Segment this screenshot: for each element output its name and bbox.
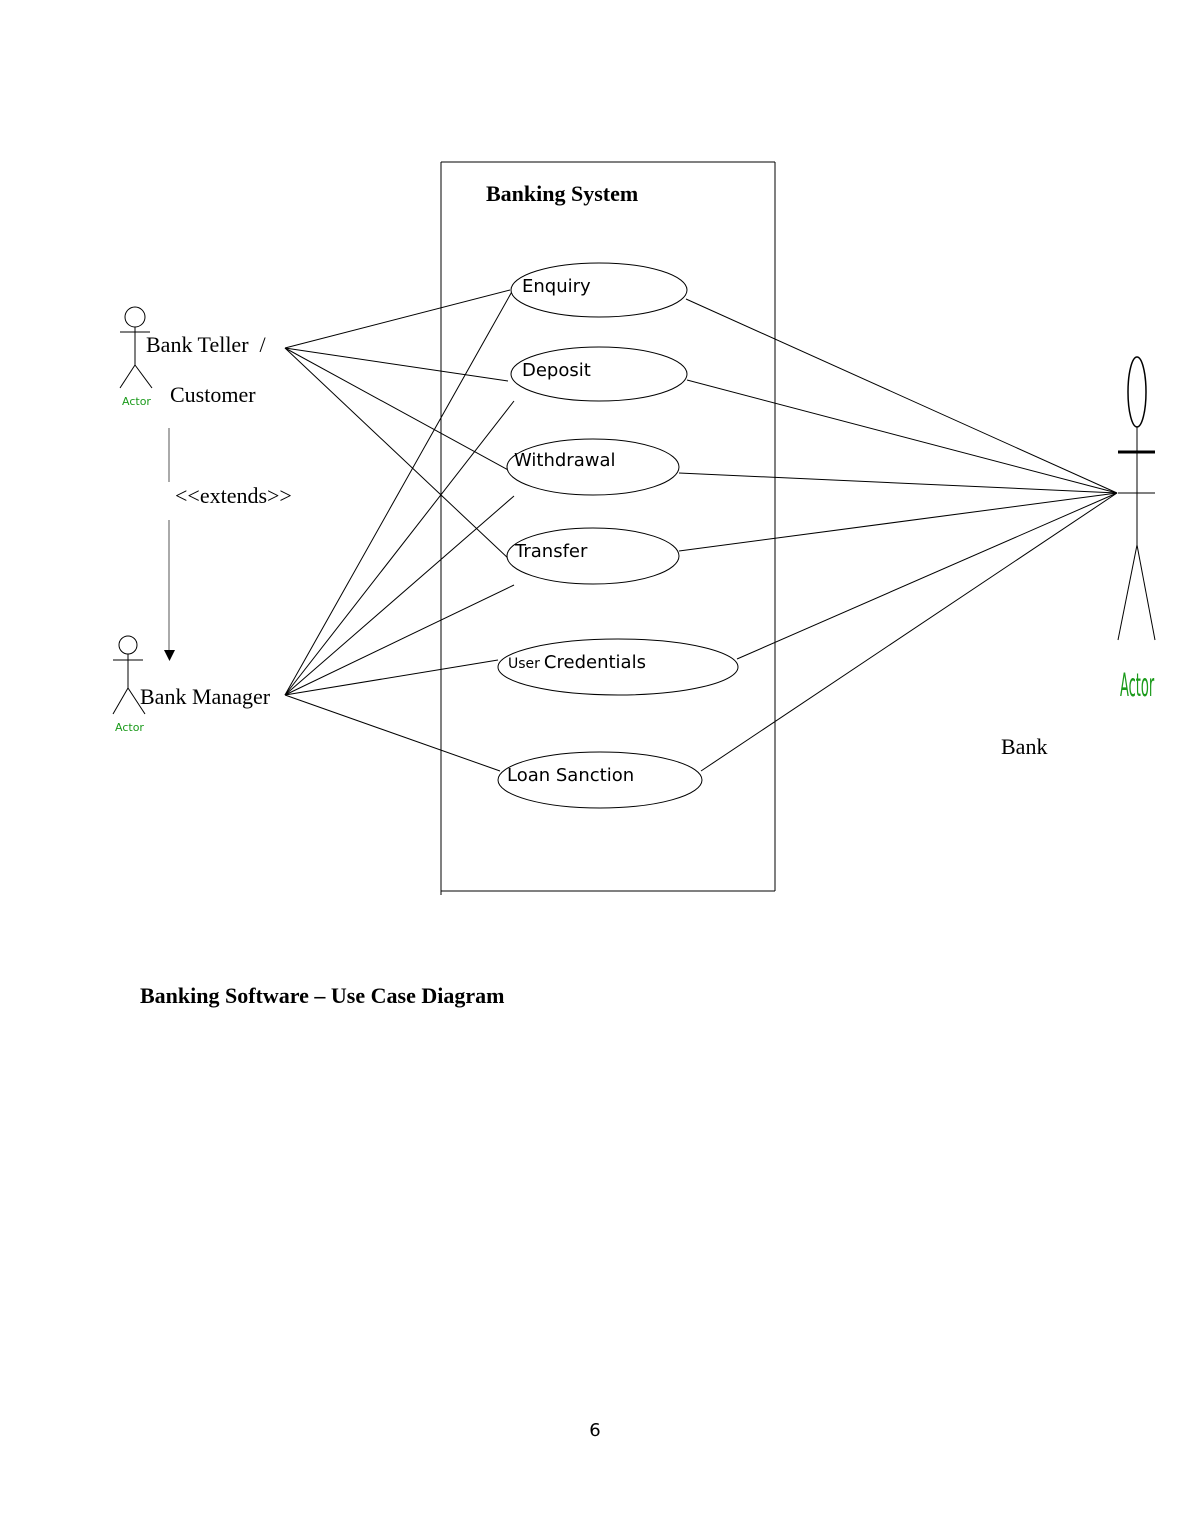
use-case-label: Enquiry [522,276,591,297]
diagram-caption: Banking Software – Use Case Diagram [140,983,505,1008]
extends-label: <<extends>> [175,483,292,508]
actor-stereotype-label: Actor [1120,666,1155,704]
actor-bank-manager: Actor Bank Manager [112,635,271,734]
stick-figure-icon [112,635,146,715]
use-case-deposit: Deposit [510,346,688,402]
system-boundary [440,161,776,895]
use-case-label: Deposit [522,360,591,381]
actor-name: Bank Manager [140,684,271,709]
use-case-enquiry: Enquiry [510,262,688,318]
use-case-label-prefix: User [508,656,540,672]
use-case-label-main: Credentials [544,652,646,673]
use-case-loan-sanction: Loan Sanction [497,751,703,809]
actor-bank-teller: Actor Bank Teller / Customer [119,306,267,408]
use-case-label: Loan Sanction [507,765,634,786]
actor-name-line-1: Bank Teller / [146,332,267,357]
arrowhead-icon [164,650,175,661]
use-case-label: Withdrawal [514,450,615,471]
use-case-withdrawal: Withdrawal [506,438,680,496]
use-case-label: Transfer [514,541,588,562]
use-case-transfer: Transfer [506,527,680,585]
actor-stereotype-label: Actor [122,395,151,408]
association-lines [284,287,1118,772]
system-title: Banking System [486,181,638,206]
actor-bank: Actor Bank [1001,356,1156,759]
actor-name: Bank [1001,734,1047,759]
stick-figure-icon [1117,356,1156,641]
actor-stereotype-label: Actor [115,721,144,734]
actor-name-line-2: Customer [170,382,256,407]
extends-relation: <<extends>> [164,428,292,661]
stick-figure-icon [119,306,153,389]
page-number: 6 [589,1420,601,1441]
